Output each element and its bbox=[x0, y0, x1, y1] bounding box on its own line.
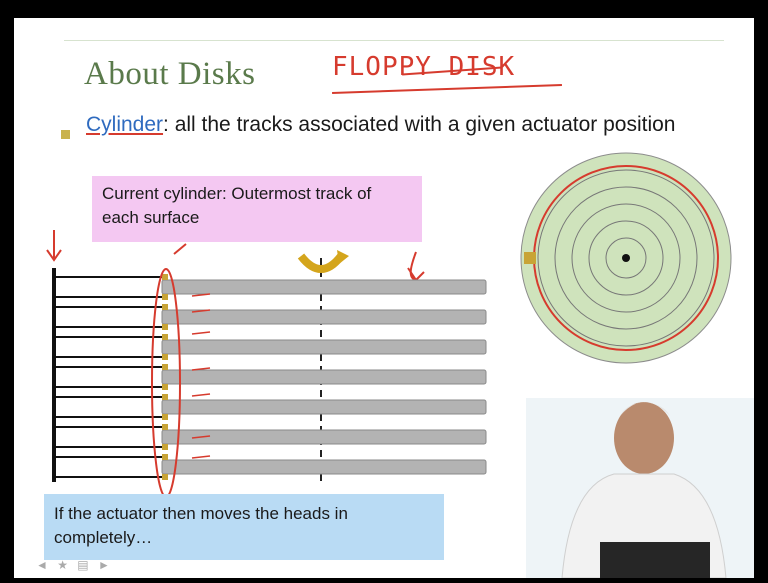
read-write-head bbox=[162, 384, 168, 390]
read-write-head bbox=[162, 324, 168, 330]
head-marker bbox=[524, 252, 536, 264]
rotation-arrowhead-icon bbox=[337, 250, 349, 264]
presenter-video bbox=[526, 398, 754, 578]
platter bbox=[161, 369, 487, 385]
track-3 bbox=[571, 203, 681, 313]
platter bbox=[161, 279, 487, 295]
rotation-arrow-icon bbox=[297, 253, 345, 273]
slide: About Disks FLOPPY DISK Cylinder: all th… bbox=[14, 18, 754, 578]
read-write-head bbox=[162, 304, 168, 310]
track-5 bbox=[605, 237, 647, 279]
track-4 bbox=[588, 220, 664, 296]
red-arrow-right bbox=[407, 251, 425, 282]
disk-spindle-dot bbox=[622, 254, 630, 262]
disk-diagram bbox=[46, 152, 754, 578]
current-cylinder-callout: Current cylinder: Outermost track of eac… bbox=[92, 176, 422, 242]
platter bbox=[161, 429, 487, 445]
platter bbox=[161, 459, 487, 475]
square-bullet-icon bbox=[61, 130, 70, 139]
read-write-head bbox=[162, 424, 168, 430]
callout-pointer bbox=[173, 243, 187, 255]
read-write-head bbox=[162, 274, 168, 280]
cylinder-term: Cylinder bbox=[86, 113, 164, 136]
read-write-head bbox=[162, 394, 168, 400]
read-write-head bbox=[162, 364, 168, 370]
platter bbox=[161, 339, 487, 355]
top-rule bbox=[64, 40, 724, 41]
read-write-head bbox=[162, 414, 168, 420]
read-write-head bbox=[162, 474, 168, 480]
read-write-head bbox=[162, 354, 168, 360]
head-tick-marks bbox=[191, 293, 211, 459]
slide-title: About Disks bbox=[84, 56, 256, 92]
track-2 bbox=[554, 186, 698, 330]
red-arrow-left bbox=[46, 230, 62, 262]
bullet-definition: : all the tracks associated with a given… bbox=[163, 113, 676, 136]
platter bbox=[161, 399, 487, 415]
actuator-moves-callout: If the actuator then moves the heads in … bbox=[44, 494, 444, 560]
read-write-head bbox=[162, 294, 168, 300]
disk-top-view bbox=[520, 152, 732, 364]
bullet-text: Cylinder: all the tracks associated with… bbox=[86, 110, 726, 140]
slide-nav-icons[interactable]: ◄ ★ ▤ ► bbox=[36, 558, 113, 572]
read-write-head bbox=[162, 334, 168, 340]
actuator-spine bbox=[52, 268, 56, 482]
platter bbox=[161, 309, 487, 325]
track-1 bbox=[537, 169, 715, 347]
read-write-head bbox=[162, 444, 168, 450]
read-write-head bbox=[162, 454, 168, 460]
outer-track-highlight bbox=[533, 165, 719, 352]
